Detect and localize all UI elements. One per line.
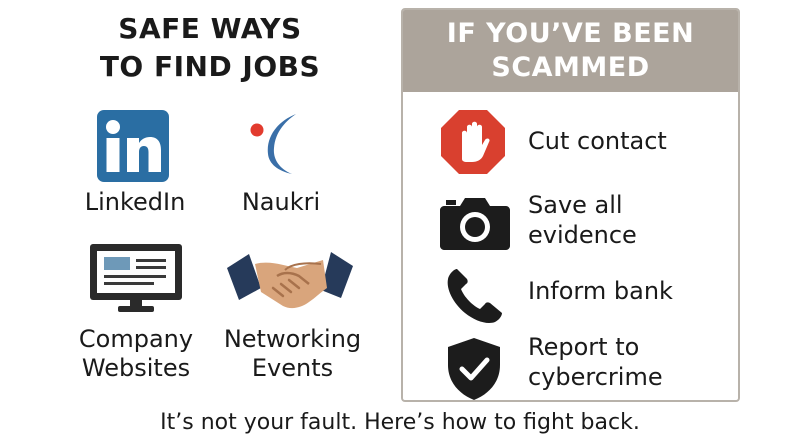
step-report-cybercrime: Report to cybercrime [528,332,663,392]
shield-check-icon [446,337,502,400]
linkedin-item: LinkedIn [70,188,200,217]
naukri-label: Naukri [241,188,321,216]
computer-monitor-icon [88,242,184,314]
camera-icon [440,196,510,250]
naukri-logo-icon [248,108,303,180]
step-report-cybercrime-line2: cybercrime [528,363,663,391]
safe-ways-title-line2: TO FIND JOBS [99,50,321,83]
step-save-evidence-line2: evidence [528,221,637,249]
safe-ways-title-line1: SAFE WAYS [118,12,302,45]
footer-message: It’s not your fault. Here’s how to fight… [160,410,640,435]
scammed-title-line1: IF YOU’VE BEEN [446,18,695,49]
company-websites-item: Company Websites [70,325,202,383]
safe-ways-title: SAFE WAYS TO FIND JOBS [60,10,360,86]
phone-icon [445,267,503,325]
scammed-panel: IF YOU’VE BEEN SCAMMED Cut contact Save … [401,8,740,402]
scammed-title-line2: SCAMMED [491,52,650,83]
company-websites-label-line1: Company [78,325,194,353]
step-inform-bank: Inform bank [528,276,673,306]
linkedin-icon [97,110,169,182]
handshake-icon [225,246,355,316]
step-report-cybercrime-line1: Report to [528,333,640,361]
scammed-panel-header: IF YOU’VE BEEN SCAMMED [403,10,738,92]
step-cut-contact-line1: Cut contact [528,127,667,155]
company-websites-label-line2: Websites [81,354,191,382]
step-cut-contact: Cut contact [528,126,667,156]
linkedin-label: LinkedIn [84,188,186,216]
step-inform-bank-line1: Inform bank [528,277,673,305]
step-save-evidence: Save all evidence [528,190,637,250]
naukri-item: Naukri [226,188,336,217]
networking-events-label-line1: Networking [223,325,362,353]
networking-events-item: Networking Events [215,325,370,383]
stop-hand-icon [440,109,506,175]
networking-events-label-line2: Events [251,354,334,382]
step-save-evidence-line1: Save all [528,191,623,219]
